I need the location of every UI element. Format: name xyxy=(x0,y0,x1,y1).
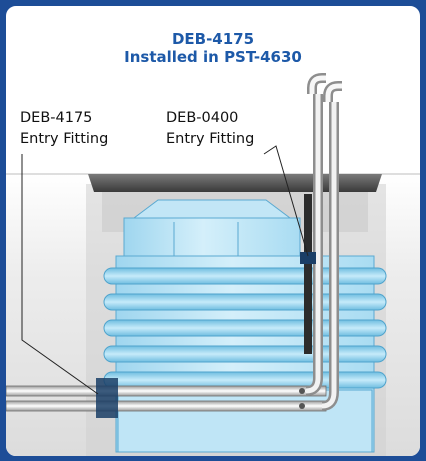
label-deb-0400-line-2: Entry Fitting xyxy=(166,131,255,147)
label-deb-0400: DEB-0400 Entry Fitting xyxy=(166,108,254,150)
vent-pipe-caps xyxy=(307,73,342,102)
deb-0400-entry-fitting xyxy=(300,252,316,264)
tank-riser xyxy=(123,217,301,259)
cover-slab xyxy=(88,174,382,192)
pipe-elbows xyxy=(299,94,339,411)
label-deb-4175: DEB-4175 Entry Fitting xyxy=(20,108,108,150)
title-line-1: DEB-4175 xyxy=(171,30,255,48)
title-line-2: Installed in PST-4630 xyxy=(124,48,302,66)
diagram-card: DEB-4175 Installed in PST-4630 DEB-4175 … xyxy=(4,4,422,458)
leader-line-deb-4175 xyxy=(21,154,99,395)
label-deb-0400-line-1: DEB-0400 xyxy=(166,110,239,126)
label-deb-4175-line-1: DEB-4175 xyxy=(20,110,93,126)
tank-dome xyxy=(132,199,292,219)
diagram-title: DEB-4175 Installed in PST-4630 xyxy=(6,30,420,66)
deb-4175-entry-fitting xyxy=(96,378,118,418)
installation-diagram xyxy=(6,73,420,456)
label-deb-4175-line-2: Entry Fitting xyxy=(20,131,109,147)
conduit xyxy=(304,194,312,354)
leader-line-deb-0400 xyxy=(263,145,309,257)
